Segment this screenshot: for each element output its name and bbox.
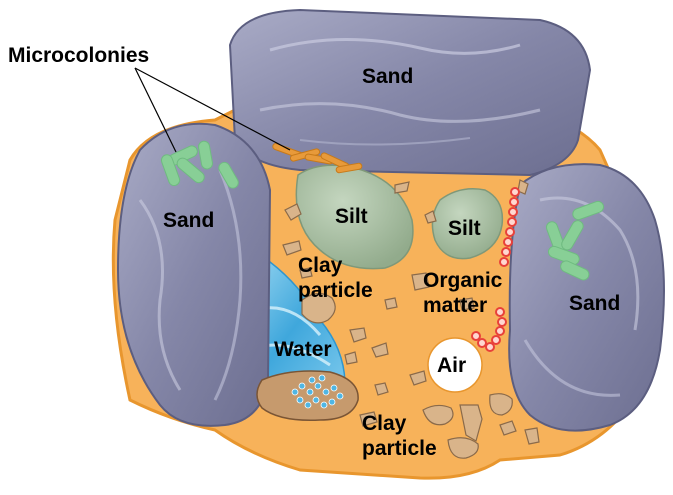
label-sand-top: Sand	[362, 65, 413, 88]
clay-aggregate-with-water	[257, 371, 358, 420]
label-organic-matter-2: matter	[423, 294, 487, 317]
label-water: Water	[274, 338, 332, 361]
label-sand-right: Sand	[569, 292, 620, 315]
label-clay-particle-upper-2: particle	[298, 279, 373, 302]
label-sand-left: Sand	[163, 209, 214, 232]
label-clay-particle-upper-1: Clay	[298, 254, 343, 277]
label-silt-left: Silt	[335, 205, 368, 228]
label-clay-particle-lower-2: particle	[362, 437, 437, 460]
label-air: Air	[437, 354, 466, 377]
label-microcolonies: Microcolonies	[8, 44, 149, 67]
label-organic-matter-1: Organic	[423, 269, 503, 292]
label-silt-right: Silt	[448, 217, 481, 240]
label-clay-particle-lower-1: Clay	[362, 412, 407, 435]
